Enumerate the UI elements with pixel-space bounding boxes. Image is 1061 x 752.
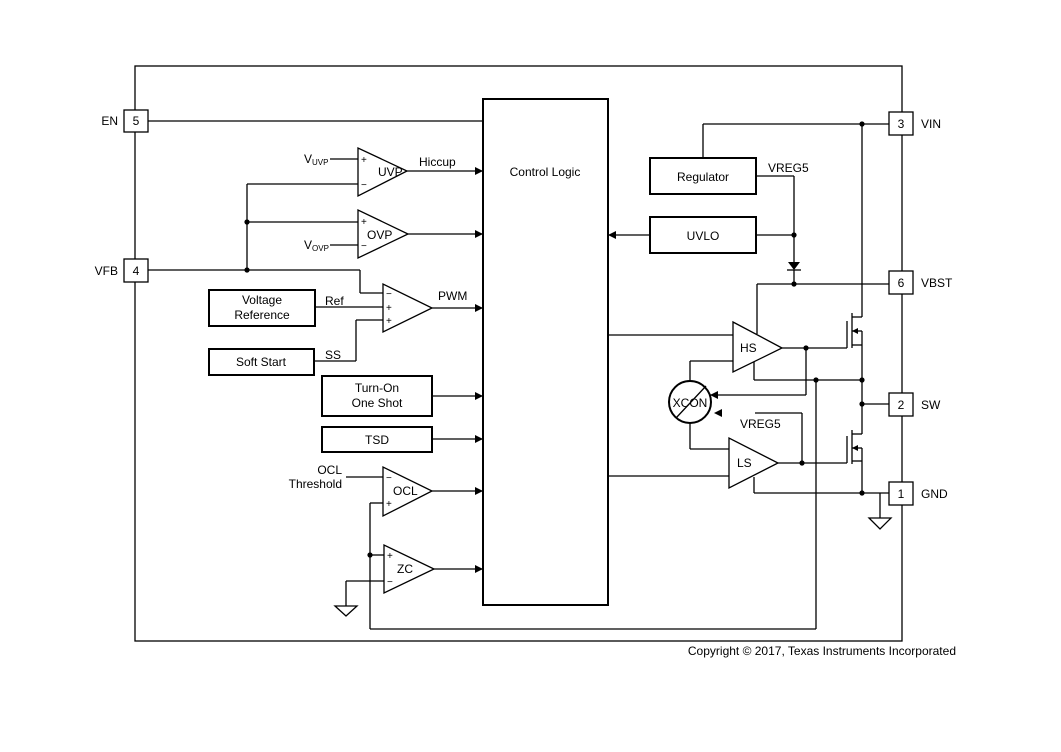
pwm-comparator: − + + [382,282,434,334]
hs-driver: HS [732,320,784,374]
zc-label: ZC [397,562,413,576]
voltage-reference-block [208,289,316,327]
soft-start-block [208,348,315,376]
hs-label: HS [740,341,757,355]
svg-text:−: − [386,473,392,484]
ovp-label: OVP [367,228,392,242]
vreg5-label: VREG5 [768,161,809,175]
pin-en-name: EN [101,114,118,128]
junction-dots [244,121,865,558]
svg-text:−: − [361,241,367,252]
ls-driver: LS [728,436,780,490]
svg-text:+: + [386,316,392,327]
pin-vbst: 6 VBST [888,270,953,295]
zc-comparator: + − ZC [383,543,436,595]
high-side-mosfet-icon [846,311,863,350]
hiccup-label: Hiccup [419,155,456,169]
pin-en-number: 5 [133,114,140,128]
uvp-comparator: + − UVP [357,146,409,198]
ic-boundary [134,65,903,642]
ocl-threshold-label-line1: OCL [317,463,342,477]
pin-vin-name: VIN [921,117,941,131]
xcon-block: XCON [668,380,712,424]
uvlo-block [649,216,757,254]
pin-sw-name: SW [921,398,941,412]
pin-vfb-name: VFB [95,264,118,278]
turn-on-label-line1: Turn-On [355,381,399,395]
svg-text:−: − [387,577,393,588]
pin-vfb-number: 4 [133,264,140,278]
boost-diode-icon [787,262,801,271]
low-side-mosfet-icon [846,427,863,466]
pin-vbst-name: VBST [921,276,953,290]
soft-start-label: Soft Start [236,355,287,369]
turn-on-label-line2: One Shot [352,396,403,410]
pin-gnd-name: GND [921,487,948,501]
pin-sw: 2 SW [888,392,941,417]
wires [148,120,889,630]
pin-vfb: 4 VFB [95,258,149,283]
control-logic-label: Control Logic [510,165,581,179]
svg-text:+: + [386,303,392,314]
svg-text:−: − [361,180,367,191]
vuvp-label: VUVP [304,152,328,167]
ls-label: LS [737,456,752,470]
svg-text:+: + [361,155,367,166]
ocl-label: OCL [393,484,418,498]
svg-text:−: − [386,289,392,300]
tsd-label: TSD [365,433,389,447]
control-logic-block [482,98,609,606]
voltage-reference-label-line1: Voltage [242,293,282,307]
pin-vbst-number: 6 [898,276,905,290]
vreg5-ls-label: VREG5 [740,417,781,431]
turn-on-one-shot-block [321,375,433,417]
copyright-notice: Copyright © 2017, Texas Instruments Inco… [688,644,956,658]
svg-text:+: + [386,499,392,510]
uvp-label: UVP [378,165,403,179]
ground-icon [867,517,893,530]
pwm-label: PWM [438,289,467,303]
svg-text:+: + [387,551,393,562]
pin-sw-number: 2 [898,398,905,412]
ocl-comparator: − + OCL [382,465,434,518]
arrowheads [475,167,722,573]
ocl-threshold-label-line2: Threshold [289,477,342,491]
pin-vin: 3 VIN [888,111,941,136]
uvlo-label: UVLO [687,229,720,243]
svg-text:+: + [361,217,367,228]
pin-gnd: 1 GND [888,481,948,506]
vovp-label: VOVP [304,238,329,253]
ref-label: Ref [325,294,344,308]
ovp-comparator: + − OVP [357,208,410,260]
regulator-label: Regulator [677,170,729,184]
pin-vin-number: 3 [898,117,905,131]
tsd-block [321,426,433,453]
pin-gnd-number: 1 [898,487,905,501]
pin-en: 5 EN [101,109,149,133]
ss-label: SS [325,348,341,362]
ground-icon [333,605,359,617]
xcon-label: XCON [673,396,708,410]
regulator-block [649,157,757,195]
voltage-reference-label-line2: Reference [234,308,290,322]
